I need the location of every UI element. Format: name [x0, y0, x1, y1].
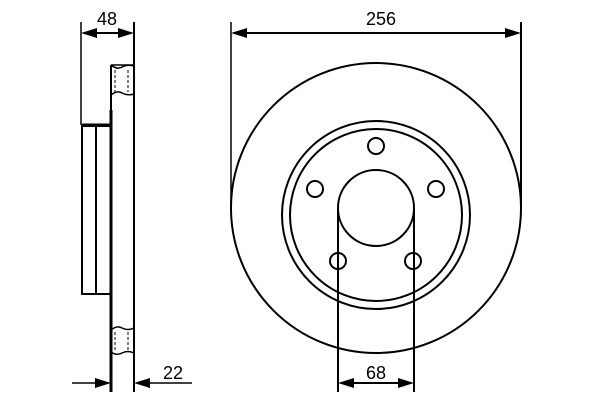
outer-rim — [230, 62, 522, 354]
dimension-disc-thickness: 22 — [163, 363, 184, 383]
side-view — [72, 22, 192, 392]
front-view — [230, 22, 522, 392]
dimension-center-bore: 68 — [366, 363, 387, 383]
dimension-total-thickness: 48 — [97, 9, 118, 29]
dimension-outer-diameter: 256 — [366, 9, 397, 29]
